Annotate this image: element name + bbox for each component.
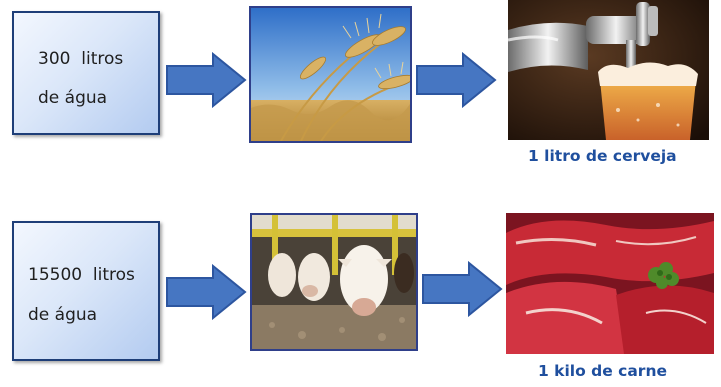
arrow-right-icon: [421, 261, 503, 317]
raw-beef-image: [506, 213, 714, 354]
cattle-feeding-image: [250, 213, 418, 351]
water-amount-box-meat: 15500 litros de água: [12, 221, 160, 361]
arrow-right-icon: [165, 52, 247, 108]
arrow-right-icon: [165, 264, 247, 320]
water-unit-label: de água: [38, 88, 107, 108]
arrow-right-icon: [415, 52, 497, 108]
beer-tap-image: [508, 0, 709, 140]
water-amount-label: 300 litros: [38, 49, 123, 69]
water-unit-label: de água: [28, 305, 97, 325]
wheat-field-image: [249, 6, 412, 143]
output-caption-beer: 1 litro de cerveja: [528, 147, 677, 165]
output-caption-meat: 1 kilo de carne: [538, 362, 667, 380]
water-amount-label: 15500 litros: [28, 265, 135, 285]
water-amount-box-beer: 300 litros de água: [12, 11, 160, 135]
